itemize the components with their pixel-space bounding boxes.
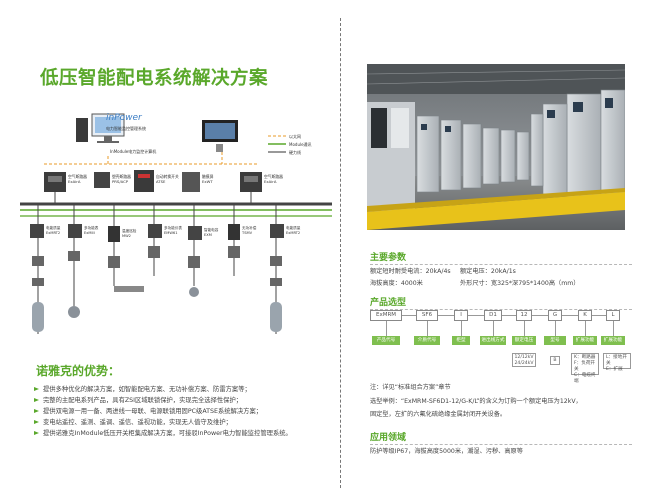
- svg-text:TSMV: TSMV: [241, 231, 253, 235]
- advantages-title: 诺雅克的优势：: [36, 364, 121, 378]
- svg-text:多功能仪表: 多功能仪表: [164, 225, 182, 230]
- svg-text:ExMIII: ExMIII: [84, 231, 95, 235]
- brand-sub-label: 电力智能监控管理系统: [106, 125, 146, 131]
- advantages-list: 提供多种优化的解决方案，如智能配电方案、无功补偿方案、防雷方案等； 完整的主配电…: [34, 384, 334, 439]
- main-params-title: 主要参数: [370, 250, 632, 265]
- desc-medium-code: 介质代号: [414, 336, 440, 345]
- model-part-voltage: 12: [516, 310, 532, 321]
- svg-text:ExWT: ExWT: [202, 179, 213, 184]
- model-part-ext-l: L: [606, 310, 620, 321]
- note-line-2: 选型举例：“ExMRM-SF6D1-12/G-K/L”的含义为订购一个额定电压为…: [370, 398, 582, 405]
- page-title: 低压智能配电系统解决方案: [40, 68, 269, 89]
- model-part-medium: SF6: [416, 310, 438, 321]
- brand-label: inPower: [106, 113, 143, 123]
- model-part-type: G: [548, 310, 562, 321]
- model-code-row: ExMRM SF6 I D1 12 G K L: [370, 310, 632, 324]
- application-title: 应用领域: [370, 430, 632, 445]
- advantage-item: 提供诺雅克InModule低压开关柜集成解决方案，可接驳InPower电力智能监…: [34, 428, 334, 439]
- svg-text:ExAirA: ExAirA: [68, 179, 81, 184]
- switchgear-photo: [367, 64, 625, 230]
- center-divider: [340, 18, 341, 488]
- l-options: L：接地开关 E：扩展: [603, 353, 631, 372]
- system-diagram: inPower 电力智能监控管理系统 InModule电力监控计算机 以太网 M…: [20, 113, 332, 334]
- svg-text:ExMRT2: ExMRT2: [286, 231, 300, 235]
- svg-text:电能质量: 电能质量: [46, 225, 61, 230]
- svg-text:空气断路器: 空气断路器: [68, 174, 87, 179]
- model-part-product: ExMRM: [370, 310, 402, 321]
- k-options: K：断路器 F：负荷开关 C：电缆终端: [571, 353, 599, 384]
- desc-cabinet: 柜型: [452, 336, 470, 345]
- top-device-5: 空气断路器 ExAirA: [240, 172, 283, 204]
- top-device-2: 塑壳断路器 PRS/ACP: [94, 172, 131, 188]
- desc-ext-l: 扩展功能: [601, 336, 625, 345]
- selection-title: 产品选型: [370, 295, 632, 310]
- svg-text:自动转换开关: 自动转换开关: [156, 174, 179, 179]
- legend-power: 硬力线: [289, 149, 301, 155]
- tanks: [32, 287, 282, 332]
- desc-product-code: 产品代号: [372, 336, 400, 345]
- mid-device-row: 电能质量 ExMRT2 多功能表 ExMIII 温度巡检 MW2 多功能仪表 E…: [30, 224, 301, 242]
- type-option: B: [550, 356, 560, 365]
- note-line-1: 注：详见“标准组合方案”章节: [370, 384, 451, 391]
- svg-text:电能质量: 电能质量: [286, 225, 301, 230]
- svg-text:触摸屏: 触摸屏: [202, 174, 214, 179]
- monitor-label: InModule电力监控计算机: [110, 148, 156, 154]
- svg-text:EXM: EXM: [204, 233, 212, 237]
- lower-components: [32, 246, 282, 292]
- model-part-ext-k: K: [578, 310, 592, 321]
- svg-text:多功能表: 多功能表: [84, 225, 99, 230]
- top-device-3: 自动转换开关 ATSE: [134, 170, 179, 192]
- desc-type: 型号: [544, 336, 566, 345]
- param-dimensions: 外形尺寸：宽325*深795*1400高（mm）: [460, 280, 580, 287]
- legend-module: Module通讯: [289, 141, 312, 147]
- param-short-time-current: 额定短时耐受电流：20kA/4s: [370, 268, 451, 275]
- advantage-item: 提供多种优化的解决方案，如智能配电方案、无功补偿方案、防雷方案等；: [34, 384, 334, 395]
- svg-text:MW2: MW2: [122, 234, 131, 238]
- desc-voltage: 额定电压: [512, 336, 536, 345]
- diagram-legend: 以太网 Module通讯 硬力线: [268, 133, 312, 155]
- advantage-item: 提供双电源一用一备、两进线一母联、电源联锁用固PC级ATSE系统解决方案；: [34, 406, 334, 417]
- svg-text:EMW61: EMW61: [164, 231, 178, 235]
- model-part-line: D1: [484, 310, 502, 321]
- svg-text:无功补偿: 无功补偿: [242, 225, 257, 230]
- svg-text:PRS/ACP: PRS/ACP: [112, 179, 129, 184]
- top-device-1: 空气断路器 ExAirA: [44, 172, 87, 204]
- svg-text:温度巡检: 温度巡检: [122, 228, 137, 233]
- legend-ethernet: 以太网: [289, 133, 301, 139]
- application-text: 防护等级IP67，海拔高度5000米，潮湿、污秽、高原等: [370, 448, 523, 455]
- voltage-options: 12/12kV 24/24kV: [512, 353, 536, 367]
- model-part-cabinet: I: [454, 310, 468, 321]
- param-altitude: 海拔高度：4000米: [370, 280, 423, 287]
- param-voltage: 额定电压：20kA/1s: [460, 268, 516, 275]
- svg-text:ExMRT2: ExMRT2: [46, 231, 60, 235]
- touch-screen: [202, 120, 238, 152]
- note-line-3: 固定型，左扩的六氟化硫绝缘金属封闭开关设备。: [370, 411, 507, 418]
- svg-text:空气断路器: 空气断路器: [264, 174, 283, 179]
- desc-line-mode: 进出线方式: [480, 336, 506, 345]
- svg-text:智能电容: 智能电容: [204, 227, 219, 232]
- monitor-computer: [76, 113, 125, 143]
- top-device-4: 触摸屏 ExWT: [182, 172, 214, 192]
- svg-text:ExAirA: ExAirA: [264, 179, 277, 184]
- svg-text:ATSE: ATSE: [156, 179, 166, 184]
- advantage-item: 变电站遥控、遥测、遥调、遥信、遥视功能，实现无人值守及维护；: [34, 417, 334, 428]
- advantage-item: 完整的主配电系列产品，具有ZSI区域联锁保护，实现完全选择性保护；: [34, 395, 334, 406]
- desc-ext-k: 扩展功能: [573, 336, 597, 345]
- svg-text:塑壳断路器: 塑壳断路器: [112, 174, 131, 179]
